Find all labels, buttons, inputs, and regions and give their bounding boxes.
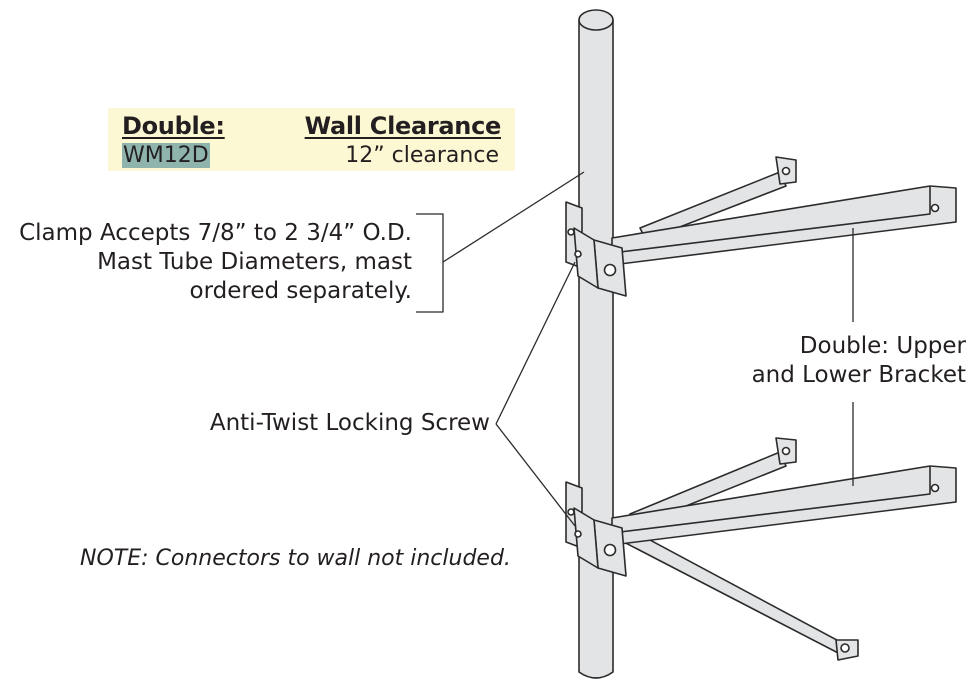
clamp-leader-line [442, 171, 585, 263]
bracket-callout: Double: Upper and Lower Bracket [752, 332, 966, 390]
table-header-clearance: Wall Clearance [304, 112, 502, 140]
bracket-callout-line: Double: Upper [799, 333, 966, 359]
mast-pole [578, 9, 614, 679]
note-text: NOTE: Connectors to wall not included. [80, 546, 511, 571]
clamp-callout: Clamp Accepts 7/8” to 2 3/4” O.D. Mast T… [19, 219, 412, 306]
clamp-callout-line: ordered separately. [189, 278, 412, 304]
spec-table: Double: Wall Clearance WM12D 12” clearan… [108, 108, 515, 171]
upper-bracket [565, 185, 957, 297]
screw-callout: Anti-Twist Locking Screw [209, 410, 490, 436]
clamp-callout-line: Clamp Accepts 7/8” to 2 3/4” O.D. [19, 220, 412, 246]
lower-upper-brace [629, 437, 797, 527]
clamp-bracket-line [416, 213, 444, 313]
bracket-callout-line: and Lower Bracket [751, 362, 966, 388]
screw-leader-upper [495, 261, 576, 425]
lower-diagonal-brace [615, 523, 859, 661]
table-header-model: Double: [122, 112, 225, 140]
clamp-callout-line: Mast Tube Diameters, mast [97, 249, 412, 275]
upper-upper-brace [639, 156, 797, 241]
model-code: WM12D [122, 143, 210, 168]
lower-bracket [565, 465, 957, 577]
screw-leader-lower [495, 423, 576, 527]
clearance-value: 12” clearance [345, 143, 499, 168]
